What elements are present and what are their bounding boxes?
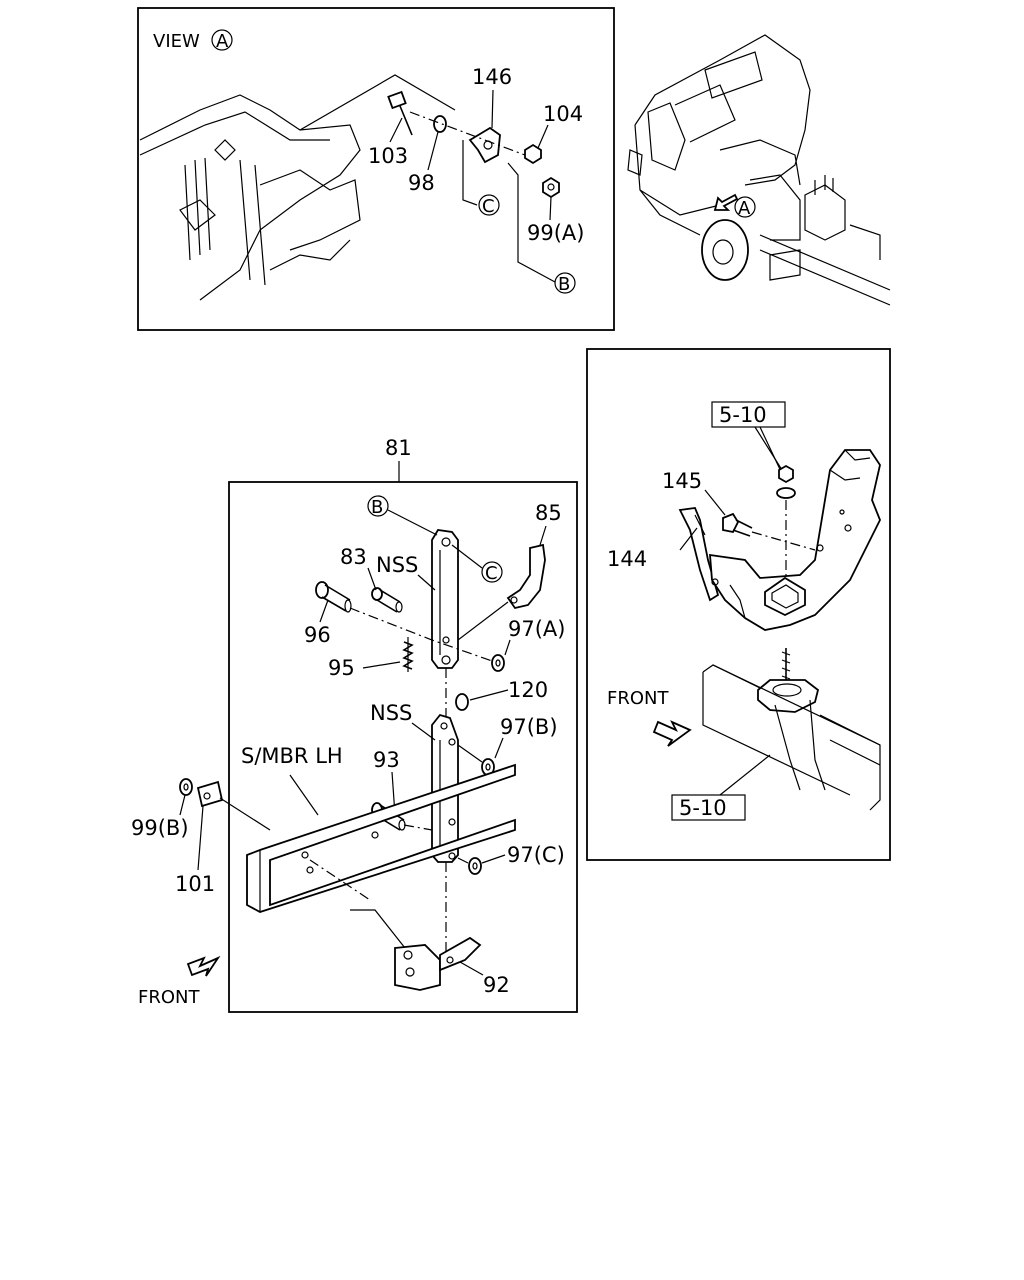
main-letter-c: C — [485, 563, 498, 584]
view-a-circle-c — [478, 194, 500, 216]
mount-washer — [776, 487, 796, 499]
bolt-145 — [722, 512, 753, 537]
main-circle-b — [367, 495, 389, 517]
label-99a: 99(A) — [527, 221, 584, 245]
bracket-146 — [468, 126, 501, 164]
view-a-circle — [211, 29, 233, 51]
bracket-144 — [678, 507, 720, 602]
mount-nut — [778, 464, 794, 484]
front-arrow-icon — [186, 955, 221, 977]
bracket-92 — [394, 936, 482, 991]
label-103: 103 — [368, 144, 408, 168]
main-assembly-panel: 81 B C 85 83 NSS — [131, 436, 578, 1013]
spring-95 — [402, 637, 414, 672]
truck-illustration: A — [627, 34, 891, 306]
plate-101 — [196, 780, 224, 808]
view-a-circle-b — [554, 272, 576, 294]
label-104: 104 — [543, 102, 583, 126]
label-ref-bottom: 5-10 — [679, 796, 727, 820]
label-smbr-lh: S/MBR LH — [241, 744, 343, 768]
view-a-frame — [137, 7, 615, 331]
label-front: FRONT — [138, 987, 200, 1008]
label-93: 93 — [373, 748, 400, 772]
nut-99a — [542, 176, 560, 199]
upper-link-plate — [431, 529, 459, 669]
label-ref-top: 5-10 — [719, 403, 767, 427]
pin-96 — [315, 581, 352, 613]
label-95: 95 — [328, 656, 355, 680]
mount-crossmember — [709, 449, 881, 631]
label-120: 120 — [508, 678, 548, 702]
label-97b: 97(B) — [500, 715, 558, 739]
label-85: 85 — [535, 501, 562, 525]
label-nss-bottom: NSS — [370, 701, 412, 725]
view-a-letter-b: B — [558, 274, 570, 295]
main-assembly-frame — [228, 481, 578, 1013]
view-a-frame-structure — [139, 74, 456, 301]
washer-98 — [433, 115, 447, 133]
label-nss-top: NSS — [376, 553, 418, 577]
label-144: 144 — [607, 547, 647, 571]
washer-120 — [455, 693, 469, 711]
label-81: 81 — [385, 436, 412, 460]
ref-box-top — [711, 401, 786, 428]
label-97c: 97(C) — [507, 843, 565, 867]
label-98: 98 — [408, 171, 435, 195]
washer-97a — [491, 654, 505, 672]
label-96: 96 — [304, 623, 331, 647]
view-direction-arrow — [713, 193, 739, 211]
ref-box-bottom — [671, 794, 746, 821]
view-a-title: VIEW — [153, 31, 200, 52]
label-97a: 97(A) — [508, 617, 565, 641]
main-letter-b: B — [371, 497, 383, 518]
label-146: 146 — [472, 65, 512, 89]
lower-mount — [757, 679, 826, 791]
view-a-letter-c: C — [482, 196, 495, 217]
truck-front-wheel — [701, 219, 749, 281]
view-a-panel: VIEW A 103 98 — [137, 7, 615, 331]
mount-front-arrow-icon — [652, 720, 692, 747]
label-mount-front: FRONT — [607, 688, 669, 709]
label-92: 92 — [483, 973, 510, 997]
truck-circle-a — [734, 196, 756, 218]
label-99b: 99(B) — [131, 816, 189, 840]
label-145: 145 — [662, 469, 702, 493]
pin-83 — [371, 587, 403, 613]
washer-97c — [468, 857, 482, 875]
label-83: 83 — [340, 545, 367, 569]
view-a-circle-letter: A — [216, 31, 229, 52]
washer-99b — [179, 778, 193, 796]
bracket-85 — [506, 543, 546, 610]
nut-104 — [524, 143, 542, 165]
mount-detail-frame — [586, 348, 891, 861]
label-101: 101 — [175, 872, 215, 896]
bolt-103 — [387, 90, 413, 136]
side-member-lh — [246, 763, 516, 913]
mount-detail-panel: 5-10 145 144 — [586, 348, 891, 861]
truck-letter-a: A — [738, 198, 751, 219]
mount-frame-rail — [702, 664, 881, 811]
main-circle-c — [481, 561, 503, 583]
